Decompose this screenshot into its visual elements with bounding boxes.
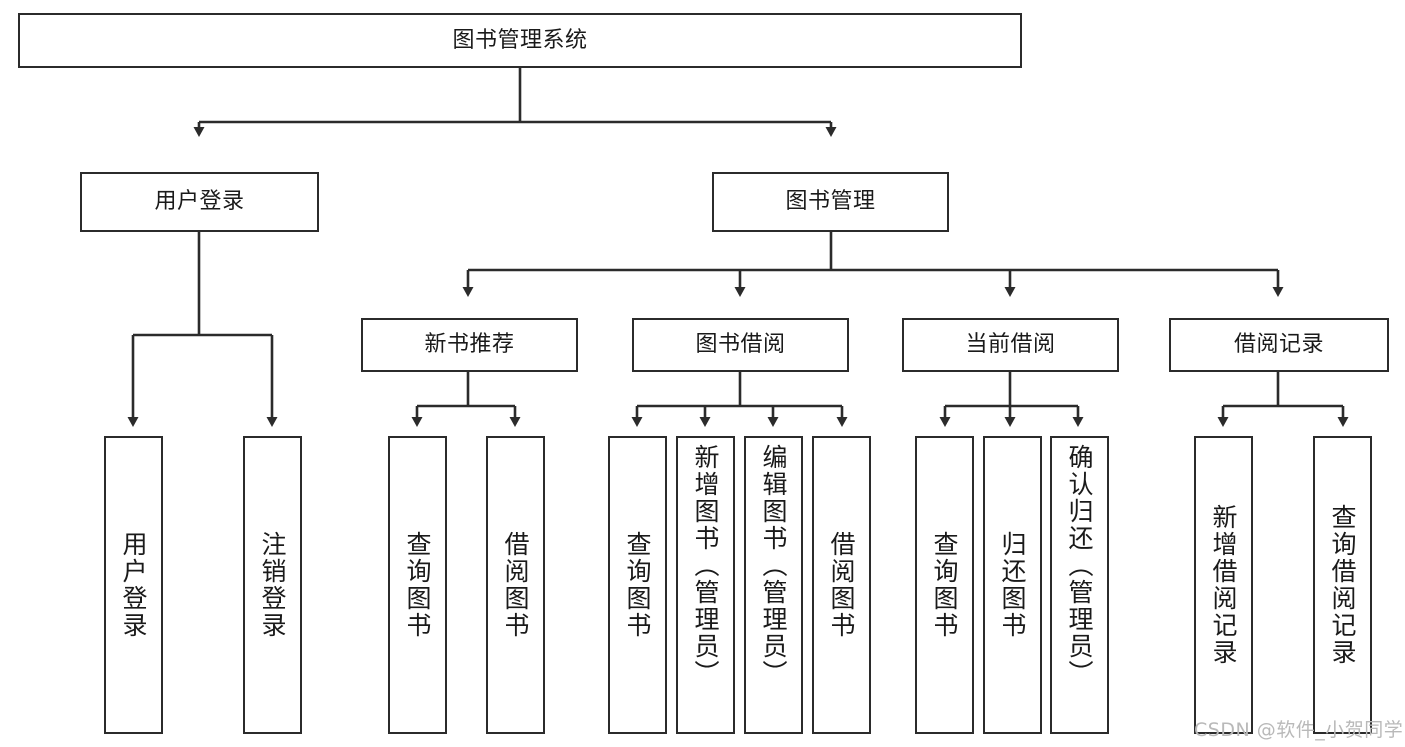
node-user-login[interactable]: 用户登录 — [80, 172, 319, 232]
node-leaf-borrow-book[interactable]: 借阅图书 — [812, 436, 871, 734]
node-label: 注销登录 — [258, 531, 287, 639]
node-label: 借阅图书 — [501, 531, 530, 639]
node-root-book-management-system[interactable]: 图书管理系统 — [18, 13, 1022, 68]
node-borrow-record[interactable]: 借阅记录 — [1169, 318, 1389, 372]
node-label: 用户登录 — [119, 531, 148, 639]
node-label: 图书管理 — [785, 189, 876, 215]
node-label: 用户登录 — [154, 189, 245, 215]
node-label: 查询借阅记录 — [1328, 504, 1357, 666]
node-leaf-edit-book-admin[interactable]: 编辑图书（管理员） — [744, 436, 803, 734]
node-leaf-logout[interactable]: 注销登录 — [243, 436, 302, 734]
node-leaf-query-book-current[interactable]: 查询图书 — [915, 436, 974, 734]
node-book-management[interactable]: 图书管理 — [712, 172, 949, 232]
node-label: 查询图书 — [930, 531, 959, 639]
node-label: 确认归还（管理员） — [1065, 444, 1094, 687]
node-label: 图书管理系统 — [452, 27, 588, 53]
node-label: 当前借阅 — [965, 332, 1056, 358]
node-new-book-recommend[interactable]: 新书推荐 — [361, 318, 578, 372]
node-leaf-borrow-book-recommend[interactable]: 借阅图书 — [486, 436, 545, 734]
node-leaf-query-book-borrow[interactable]: 查询图书 — [608, 436, 667, 734]
node-label: 新增图书（管理员） — [691, 444, 720, 687]
node-current-borrow[interactable]: 当前借阅 — [902, 318, 1119, 372]
node-book-borrow[interactable]: 图书借阅 — [632, 318, 849, 372]
node-leaf-query-borrow-record[interactable]: 查询借阅记录 — [1313, 436, 1372, 734]
node-leaf-query-book-recommend[interactable]: 查询图书 — [388, 436, 447, 734]
node-label: 编辑图书（管理员） — [759, 444, 788, 687]
node-label: 借阅图书 — [827, 531, 856, 639]
node-label: 借阅记录 — [1233, 332, 1324, 358]
node-leaf-confirm-return-admin[interactable]: 确认归还（管理员） — [1050, 436, 1109, 734]
node-label: 归还图书 — [998, 531, 1027, 639]
node-label: 新书推荐 — [424, 332, 515, 358]
node-label: 新增借阅记录 — [1209, 504, 1238, 666]
node-label: 图书借阅 — [695, 332, 786, 358]
csdn-watermark: CSDN @软件_小贺同学 — [1194, 719, 1404, 741]
node-leaf-return-book[interactable]: 归还图书 — [983, 436, 1042, 734]
node-label: 查询图书 — [403, 531, 432, 639]
node-label: 查询图书 — [623, 531, 652, 639]
node-leaf-add-book-admin[interactable]: 新增图书（管理员） — [676, 436, 735, 734]
node-leaf-user-login[interactable]: 用户登录 — [104, 436, 163, 734]
node-leaf-add-borrow-record[interactable]: 新增借阅记录 — [1194, 436, 1253, 734]
